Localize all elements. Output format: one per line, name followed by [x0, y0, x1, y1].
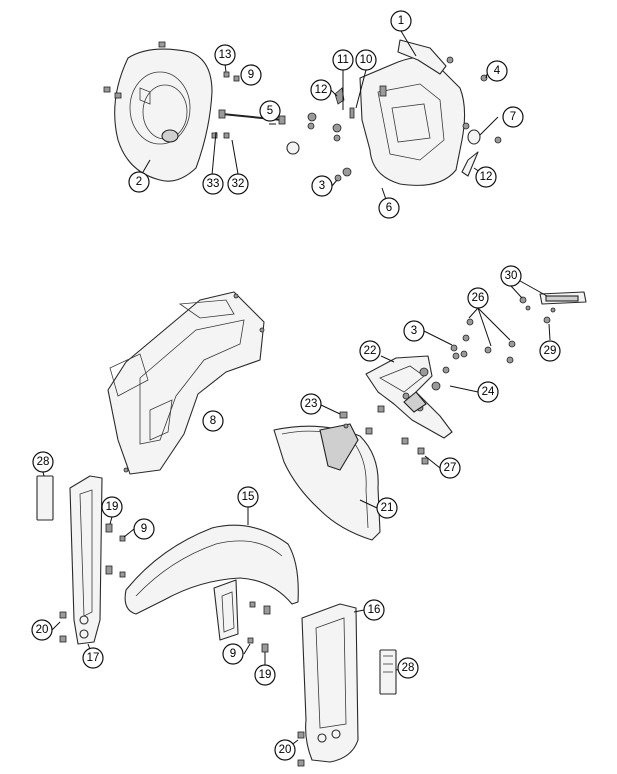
svg-text:9: 9 — [230, 648, 236, 660]
svg-text:13: 13 — [219, 49, 232, 61]
callout-9a: 9 — [240, 64, 262, 86]
fork-guard-right — [301, 603, 359, 763]
svg-text:26: 26 — [472, 292, 485, 304]
svg-text:8: 8 — [210, 415, 216, 427]
svg-text:32: 32 — [232, 178, 245, 190]
svg-text:10: 10 — [360, 54, 373, 66]
front-fender-hardware — [59, 523, 305, 767]
callout-30: 30 — [500, 265, 522, 287]
callout-21: 21 — [376, 497, 398, 519]
headlight-mask — [103, 41, 213, 182]
reflector-plate — [519, 291, 587, 324]
callout-7: 7 — [502, 106, 524, 128]
svg-text:16: 16 — [368, 604, 381, 616]
svg-text:30: 30 — [505, 270, 518, 282]
svg-text:12: 12 — [315, 84, 328, 96]
mask-hardware — [211, 71, 240, 139]
fork-guard-left — [69, 475, 103, 645]
turn-signal-bolts — [450, 318, 516, 364]
svg-text:33: 33 — [207, 178, 220, 190]
svg-text:1: 1 — [398, 15, 404, 27]
svg-text:19: 19 — [106, 501, 119, 513]
svg-text:7: 7 — [510, 111, 516, 123]
callout-19b: 19 — [254, 664, 276, 686]
front-fender — [124, 524, 299, 641]
callout-32: 32 — [227, 173, 249, 195]
callout-33: 33 — [202, 173, 224, 195]
svg-text:20: 20 — [279, 744, 292, 756]
svg-text:5: 5 — [267, 105, 273, 117]
svg-text:27: 27 — [444, 462, 457, 474]
svg-text:15: 15 — [242, 491, 255, 503]
callout-16: 16 — [363, 599, 385, 621]
callout-27: 27 — [439, 457, 461, 479]
svg-text:29: 29 — [544, 345, 557, 357]
svg-text:24: 24 — [482, 386, 495, 398]
svg-text:19: 19 — [259, 669, 272, 681]
adjustment-rod — [218, 109, 352, 182]
callout-19a: 19 — [101, 496, 123, 518]
headlight-bracket — [334, 39, 502, 186]
callout-28a: 28 — [32, 451, 54, 473]
svg-text:6: 6 — [386, 202, 392, 214]
decal-right — [379, 649, 397, 695]
callout-20a: 20 — [31, 619, 53, 641]
svg-text:12: 12 — [480, 171, 493, 183]
svg-text:28: 28 — [402, 662, 415, 674]
callout-3a: 3 — [311, 175, 333, 197]
callout-15: 15 — [237, 486, 259, 508]
callout-9c: 9 — [222, 643, 244, 665]
callout-9b: 9 — [133, 518, 155, 540]
rear-mudguard — [273, 423, 381, 541]
rear-fender-nuts — [339, 405, 429, 465]
callout-10: 10 — [355, 49, 377, 71]
svg-text:21: 21 — [381, 502, 394, 514]
decal-left — [36, 475, 54, 521]
callout-2: 2 — [128, 171, 150, 193]
svg-text:17: 17 — [87, 652, 100, 664]
callout-29: 29 — [539, 340, 561, 362]
callout-20b: 20 — [274, 739, 296, 761]
svg-text:3: 3 — [411, 325, 417, 337]
callout-12b: 12 — [475, 166, 497, 188]
svg-text:9: 9 — [141, 523, 147, 535]
svg-text:20: 20 — [36, 624, 49, 636]
callout-13: 13 — [214, 44, 236, 66]
svg-text:3: 3 — [319, 180, 325, 192]
svg-text:9: 9 — [248, 69, 254, 81]
callout-6: 6 — [378, 197, 400, 219]
svg-text:23: 23 — [305, 398, 318, 410]
callout-28b: 28 — [397, 657, 419, 679]
svg-text:2: 2 — [136, 176, 142, 188]
callout-23: 23 — [300, 393, 322, 415]
callout-22: 22 — [359, 340, 381, 362]
svg-text:11: 11 — [337, 54, 349, 66]
callout-24: 24 — [477, 381, 499, 403]
callout-11: 11 — [332, 49, 354, 71]
callout-12a: 12 — [310, 79, 332, 101]
callout-8: 8 — [202, 410, 224, 432]
callout-3b: 3 — [403, 320, 425, 342]
rear-subframe-fender — [107, 291, 265, 475]
callout-1: 1 — [390, 10, 412, 32]
svg-text:28: 28 — [37, 456, 50, 468]
svg-text:4: 4 — [494, 65, 501, 77]
svg-text:22: 22 — [364, 345, 377, 357]
callout-5: 5 — [259, 100, 281, 122]
callout-26: 26 — [467, 287, 489, 309]
license-plate-holder — [365, 355, 453, 439]
callout-4: 4 — [486, 60, 508, 82]
callout-17: 17 — [82, 647, 104, 669]
